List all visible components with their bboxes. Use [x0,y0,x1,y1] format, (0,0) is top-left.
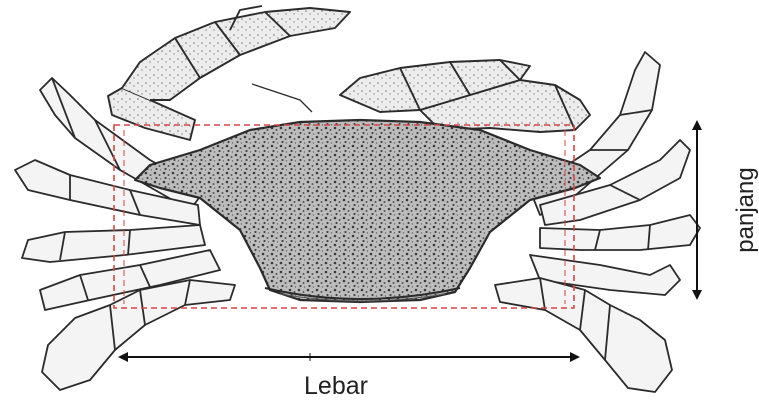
width-arrow [120,353,578,361]
left-claw [108,6,350,140]
length-label: panjang [732,150,759,270]
antenna [252,84,312,112]
width-label: Lebar [286,372,386,401]
